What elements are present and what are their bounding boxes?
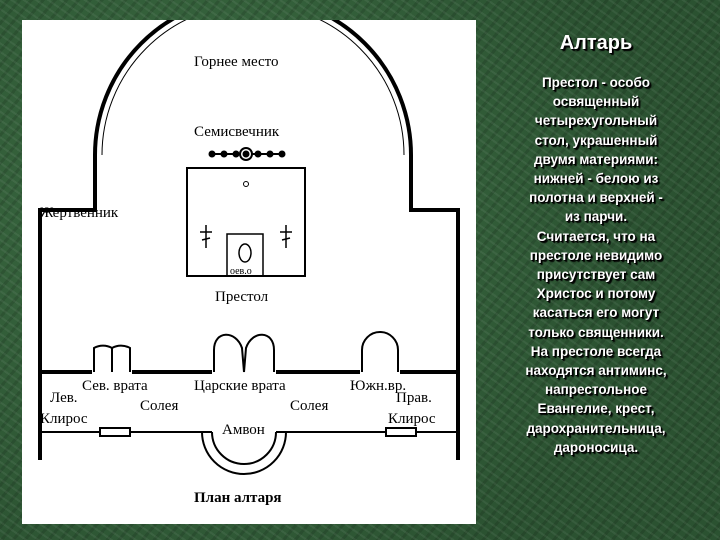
north-door <box>93 344 131 372</box>
cross-icon <box>280 225 292 248</box>
label-prav: Прав. <box>396 390 432 406</box>
label-antimins-marker: оев.о <box>230 266 252 277</box>
panel-title: Алтарь <box>559 32 633 54</box>
solea-boundary <box>40 427 458 437</box>
label-solea-right: Солея <box>290 398 328 414</box>
label-ambon: Амвон <box>222 422 265 438</box>
tabernacle-oval <box>238 243 252 263</box>
ambon <box>201 431 287 475</box>
menorah <box>208 147 286 161</box>
label-tsarskie-vrata: Царские врата <box>194 378 286 394</box>
label-gornee-mesto: Горнее место <box>194 54 279 70</box>
label-solea-left: Солея <box>140 398 178 414</box>
label-semisvechnik: Семисвечник <box>194 124 280 140</box>
altar-plan-diagram: Горнее место Семисвечник Жертвенник оев.… <box>22 20 476 524</box>
panel-text: Престол - особо освященный четырехугольн… <box>525 75 667 455</box>
description-panel: Алтарь Престол - особо освященный четыре… <box>488 32 704 457</box>
tabernacle-box <box>226 233 264 277</box>
label-kliros-right: Клирос <box>388 411 436 427</box>
label-sev-vrata: Сев. врата <box>82 378 148 394</box>
cross-icon <box>200 225 212 248</box>
plan-caption: План алтаря <box>194 490 282 506</box>
label-prestol: Престол <box>215 289 269 305</box>
royal-doors <box>213 333 275 373</box>
south-door <box>361 331 399 372</box>
apse-inner-line <box>101 20 405 156</box>
label-yuzhn-vrata: Южн.вр. <box>350 378 406 394</box>
altar-table <box>186 167 306 277</box>
outer-wall <box>38 20 460 460</box>
altar-plan-svg: Горнее место Семисвечник Жертвенник оев.… <box>38 20 460 506</box>
label-kliros-left: Клирос <box>40 411 88 427</box>
label-zhertvennik: Жертвенник <box>40 205 119 221</box>
altar-table-mark <box>243 181 249 187</box>
label-lev: Лев. <box>50 390 78 406</box>
